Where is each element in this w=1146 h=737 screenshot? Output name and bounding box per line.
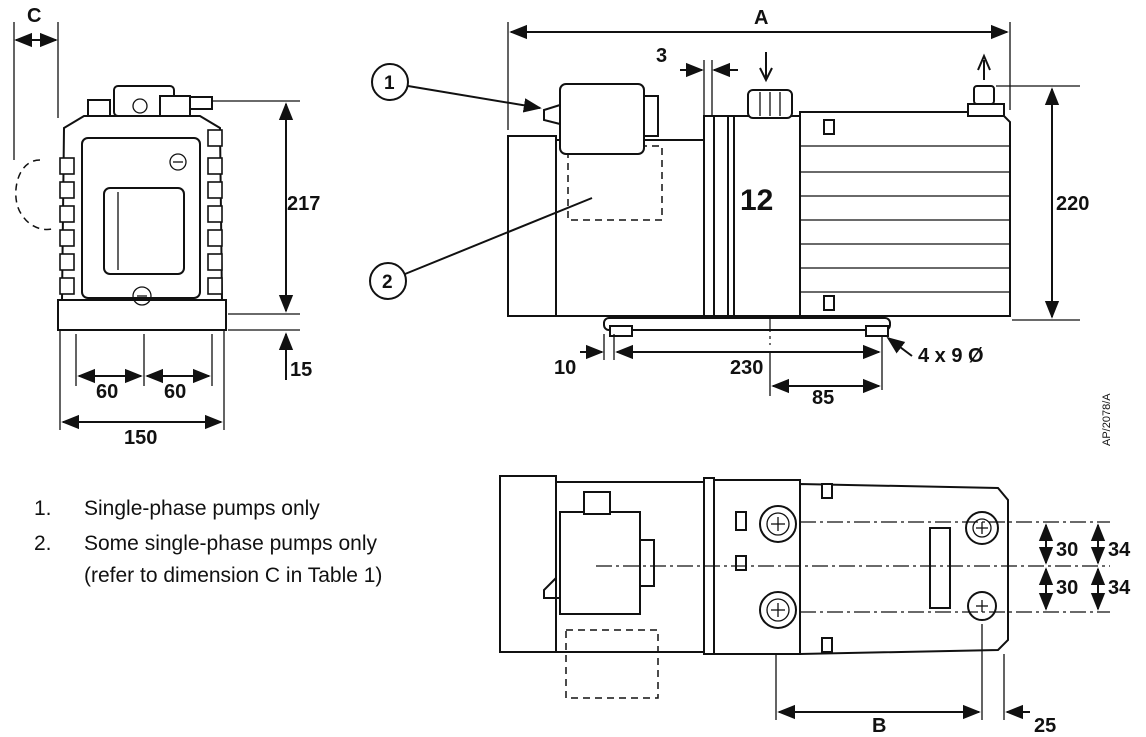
dim-25: 25 — [1034, 715, 1056, 737]
dim-b: B — [872, 715, 886, 737]
note-2-number: 2. — [34, 532, 52, 555]
dim-a: A — [754, 7, 768, 29]
dim-34-bottom: 34 — [1108, 577, 1131, 599]
dim-10: 10 — [554, 357, 576, 379]
dim-220: 220 — [1056, 193, 1089, 215]
notes: 1. Single-phase pumps only 2. Some singl… — [34, 497, 382, 587]
outlet-port-icon — [759, 591, 797, 629]
dimension-labels: C 217 15 60 60 150 A 3 220 10 230 4 x 9 … — [27, 5, 1131, 737]
callout-2-label: 2 — [382, 272, 393, 293]
note-2-continuation: (refer to dimension C in Table 1) — [84, 564, 382, 587]
callout-1-label: 1 — [384, 73, 395, 94]
callout-2-circle — [369, 262, 407, 300]
dim-85: 85 — [812, 387, 834, 409]
figure-reference: AP/2078/A — [1101, 393, 1113, 446]
end-view-fins-left — [59, 157, 75, 295]
side-view — [369, 22, 1080, 396]
plan-view — [499, 475, 1110, 720]
dim-60-left: 60 — [96, 381, 118, 403]
dim-30-top: 30 — [1056, 539, 1078, 561]
note-1-number: 1. — [34, 497, 52, 520]
end-view — [13, 22, 300, 430]
end-view-fins-right — [207, 129, 223, 295]
dim-217: 217 — [287, 193, 320, 215]
dim-230: 230 — [730, 357, 763, 379]
dim-holes: 4 x 9 Ø — [918, 345, 984, 367]
gas-ballast-icon — [967, 591, 997, 621]
model-number: 12 — [740, 184, 773, 217]
callout-1-circle — [371, 63, 409, 101]
exhaust-port-icon — [965, 511, 999, 545]
dim-c: C — [27, 5, 41, 27]
inlet-port-icon — [759, 505, 797, 543]
dim-150: 150 — [124, 427, 157, 449]
note-2-text: Some single-phase pumps only — [84, 532, 377, 555]
dim-60-right: 60 — [164, 381, 186, 403]
dim-15: 15 — [290, 359, 312, 381]
dim-34-top: 34 — [1108, 539, 1131, 561]
note-1-text: Single-phase pumps only — [84, 497, 320, 520]
dim-30-bottom: 30 — [1056, 577, 1078, 599]
dim-3: 3 — [656, 45, 667, 67]
